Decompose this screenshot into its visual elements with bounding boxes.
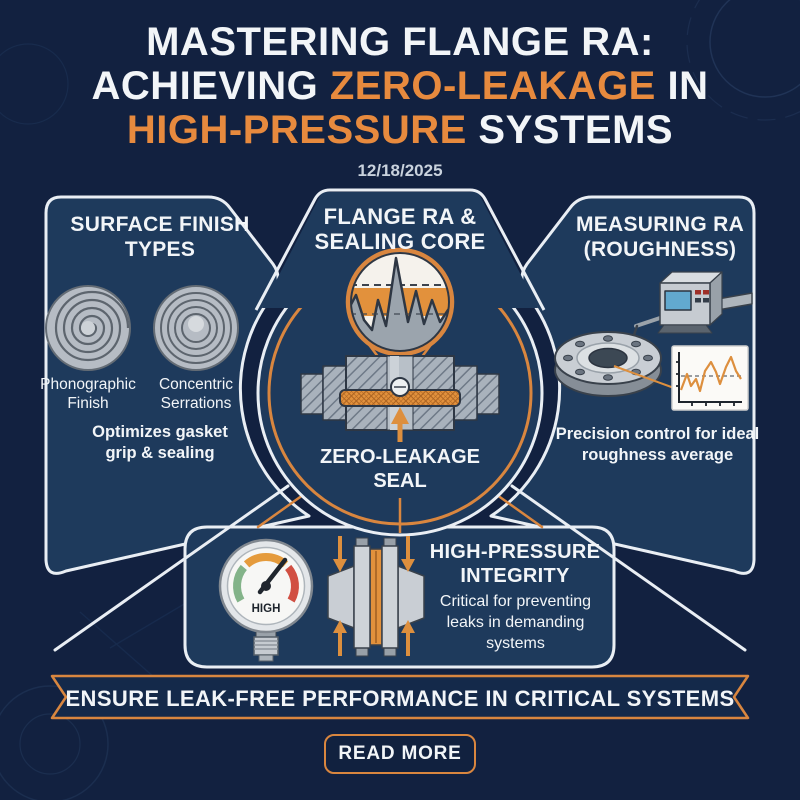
flange-coupling-icon <box>327 537 425 657</box>
page-title: MASTERING FLANGE RA: ACHIEVING ZERO-LEAK… <box>40 20 760 152</box>
surface-finish-title: SURFACE FINISH TYPES <box>70 213 250 261</box>
concentric-serrations-label: Concentric Serrations <box>158 376 234 412</box>
pressure-gauge-icon: HIGH <box>218 538 314 662</box>
read-more-button[interactable]: READ MORE <box>324 734 476 774</box>
pressure-arrows-icon <box>333 536 415 656</box>
banner-text: ENSURE LEAK-FREE PERFORMANCE IN CRITICAL… <box>65 686 735 711</box>
surface-finish-panel <box>44 195 311 575</box>
measuring-ra-title: MEASURING RA (ROUGHNESS) <box>575 213 745 261</box>
concentric-disk-icon <box>153 285 239 371</box>
title-line-1: MASTERING FLANGE RA: <box>146 20 654 64</box>
roughness-chart-icon <box>613 345 749 411</box>
measuring-ra-caption: Precision control for ideal roughness av… <box>555 425 760 465</box>
high-pressure-caption: Critical for preventing leaks in demandi… <box>439 593 592 652</box>
roughness-magnifier-icon <box>345 247 455 357</box>
phonographic-disk-icon <box>45 285 131 371</box>
gauge-high-label: HIGH <box>252 603 281 615</box>
zero-leakage-seal-label: ZERO-LEAKAGE SEAL <box>320 446 480 492</box>
connector-lines <box>53 484 747 652</box>
sealing-core-title: FLANGE RA & SEALING CORE <box>314 204 486 255</box>
profilometer-icon <box>629 271 753 346</box>
phonographic-finish-label: Phonographic Finish <box>40 376 136 412</box>
date: 12/18/2025 <box>357 161 443 180</box>
banner-ribbon <box>50 674 750 720</box>
zero-leakage-arrow-icon <box>391 407 409 442</box>
read-more-label: READ MORE <box>338 743 462 764</box>
flange-ring-icon <box>554 331 662 397</box>
flange-cross-section-icon <box>300 355 500 431</box>
title-line-2: ACHIEVING ZERO-LEAKAGE IN <box>91 64 709 108</box>
high-pressure-title: HIGH-PRESSURE INTEGRITY <box>429 541 601 587</box>
surface-finish-caption: Optimizes gasket grip & sealing <box>92 423 228 463</box>
title-line-3: HIGH-PRESSURE SYSTEMS <box>126 108 674 152</box>
